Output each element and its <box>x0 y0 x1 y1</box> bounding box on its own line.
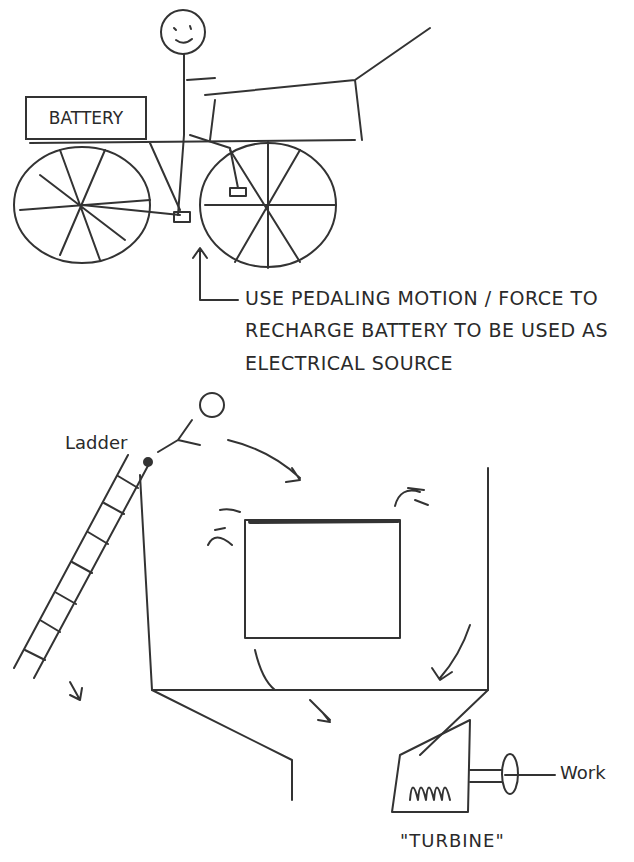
person-dot <box>144 458 152 466</box>
flow-arrow <box>432 625 470 680</box>
turbine-coil <box>410 788 450 801</box>
front-wheel <box>200 143 336 267</box>
generator-wheel <box>502 754 518 794</box>
person-head <box>200 393 224 417</box>
flow-arrow <box>255 650 330 722</box>
handlebar <box>205 28 430 140</box>
heat-waves <box>208 509 240 545</box>
battery-box: BATTERY <box>25 96 147 140</box>
ladder-rails <box>14 455 150 678</box>
pedal <box>230 188 246 196</box>
motion-arrow <box>70 682 82 700</box>
funnel <box>152 690 488 800</box>
heat-block <box>245 520 400 638</box>
leader-arrow <box>193 248 238 300</box>
pedal <box>174 212 190 222</box>
tank-outline <box>140 468 488 690</box>
heat-waves <box>395 488 428 506</box>
stick-person <box>158 420 200 452</box>
part-label: Ladder <box>65 432 145 454</box>
rider-head <box>161 10 205 54</box>
note-text: USE PEDALING MOTION / FORCE TO RECHARGE … <box>245 282 625 379</box>
rider-face <box>174 26 192 43</box>
ladder-rungs <box>25 476 138 660</box>
heat-block-top <box>250 521 398 522</box>
box-label: BATTERY <box>49 108 123 128</box>
part-label: Work <box>560 762 630 784</box>
shaft <box>470 770 555 782</box>
bike-frame <box>30 140 355 215</box>
jump-arrow <box>228 440 300 482</box>
turbine-housing <box>392 720 470 812</box>
front-spokes <box>205 142 335 268</box>
part-label: "TURBINE" <box>400 830 540 852</box>
